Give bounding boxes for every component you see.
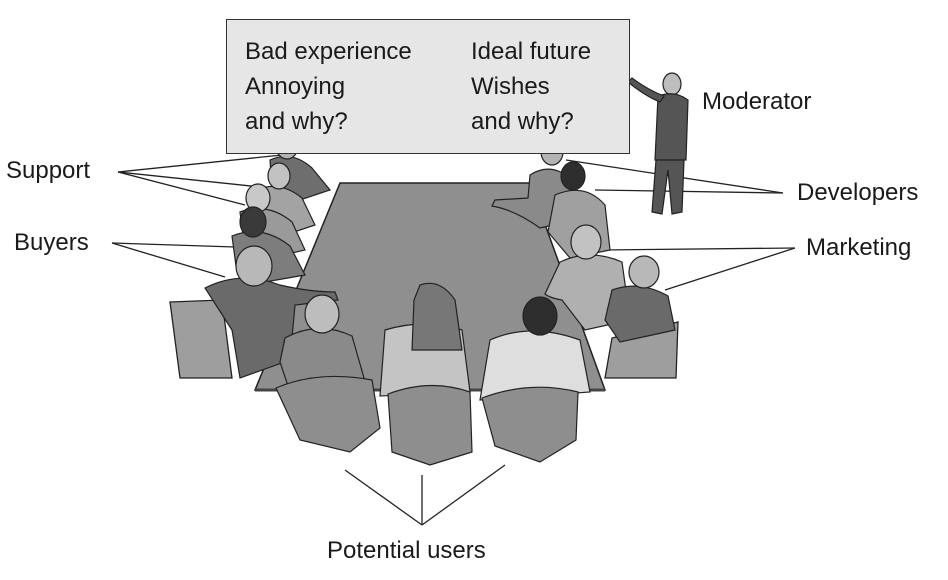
marketing-person-2 [604,255,676,343]
support-leader-3 [117,171,246,206]
potential-user-left [275,294,381,453]
moderator-figure [627,72,689,215]
users-leader-1 [344,469,423,526]
moderator-label: Moderator [702,88,812,115]
buyers-leader-2 [111,242,226,278]
developers-leader-2 [594,189,784,194]
marketing-leader-2 [664,247,796,291]
support-leader-2 [117,171,271,189]
buyer-person-2 [204,245,339,379]
buyers-leader-1 [111,242,236,248]
marketing-leader-1 [601,247,796,251]
whiteboard-right-line-3: and why? [471,108,574,135]
whiteboard-left-line-2: Annoying [245,73,346,100]
marketing-label: Marketing [806,234,912,261]
developers-label: Developers [797,179,919,206]
potential-users-label: Potential users [327,537,486,564]
whiteboard-right-line-2: Wishes [471,73,550,100]
potential-user-center [379,282,473,466]
whiteboard-left-line-1: Bad experience [245,38,412,65]
support-label: Support [6,157,91,184]
potential-user-right [479,296,591,463]
users-leader-3 [421,464,506,526]
buyer-chair [169,299,233,379]
whiteboard-left-column: Bad experience Annoying and why? [245,34,412,139]
whiteboard-right-column: Ideal future Wishes and why? [471,34,591,139]
whiteboard-left-line-3: and why? [245,108,348,135]
buyers-label: Buyers [14,229,89,256]
whiteboard: Bad experience Annoying and why? Ideal f… [226,19,630,154]
whiteboard-right-line-1: Ideal future [471,38,592,65]
support-leader-1 [117,154,283,173]
